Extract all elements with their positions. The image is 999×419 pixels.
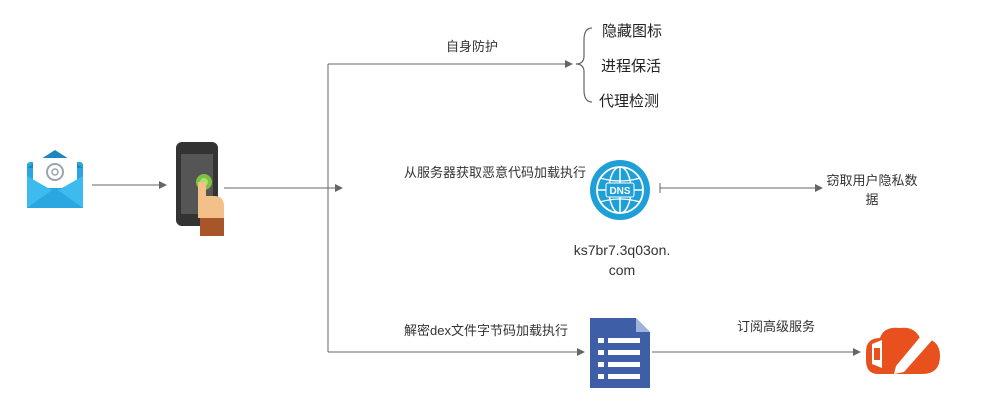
label-domain-line2: com <box>608 262 636 278</box>
email-icon <box>27 150 83 208</box>
dns-badge-text: DNS <box>609 186 630 197</box>
label-domain-line1: ks7br7.3q03on. <box>573 242 671 258</box>
label-hide-icon: 隐藏图标 <box>602 23 663 40</box>
brace-icon <box>575 27 593 103</box>
label-steal-data-line2: 据 <box>865 192 879 207</box>
label-process-keepalive: 进程保活 <box>601 58 662 75</box>
document-list-icon <box>590 318 650 388</box>
label-domain: ks7br7.3q03on. com <box>566 240 678 280</box>
office-pen-icon <box>866 326 940 374</box>
label-steal-data-line1: 窃取用户隐私数 <box>826 173 918 188</box>
label-fetch-malicious-code: 从服务器获取恶意代码加载执行 <box>404 165 587 180</box>
label-decrypt-dex: 解密dex文件字节码加载执行 <box>404 323 568 338</box>
label-steal-data: 窃取用户隐私数 据 <box>820 171 924 209</box>
label-self-protection: 自身防护 <box>446 39 499 54</box>
label-proxy-detection: 代理检测 <box>599 93 660 110</box>
label-subscribe-premium: 订阅高级服务 <box>737 319 816 334</box>
phone-touch-icon <box>176 142 224 236</box>
dns-globe-icon: DNS <box>590 160 650 220</box>
